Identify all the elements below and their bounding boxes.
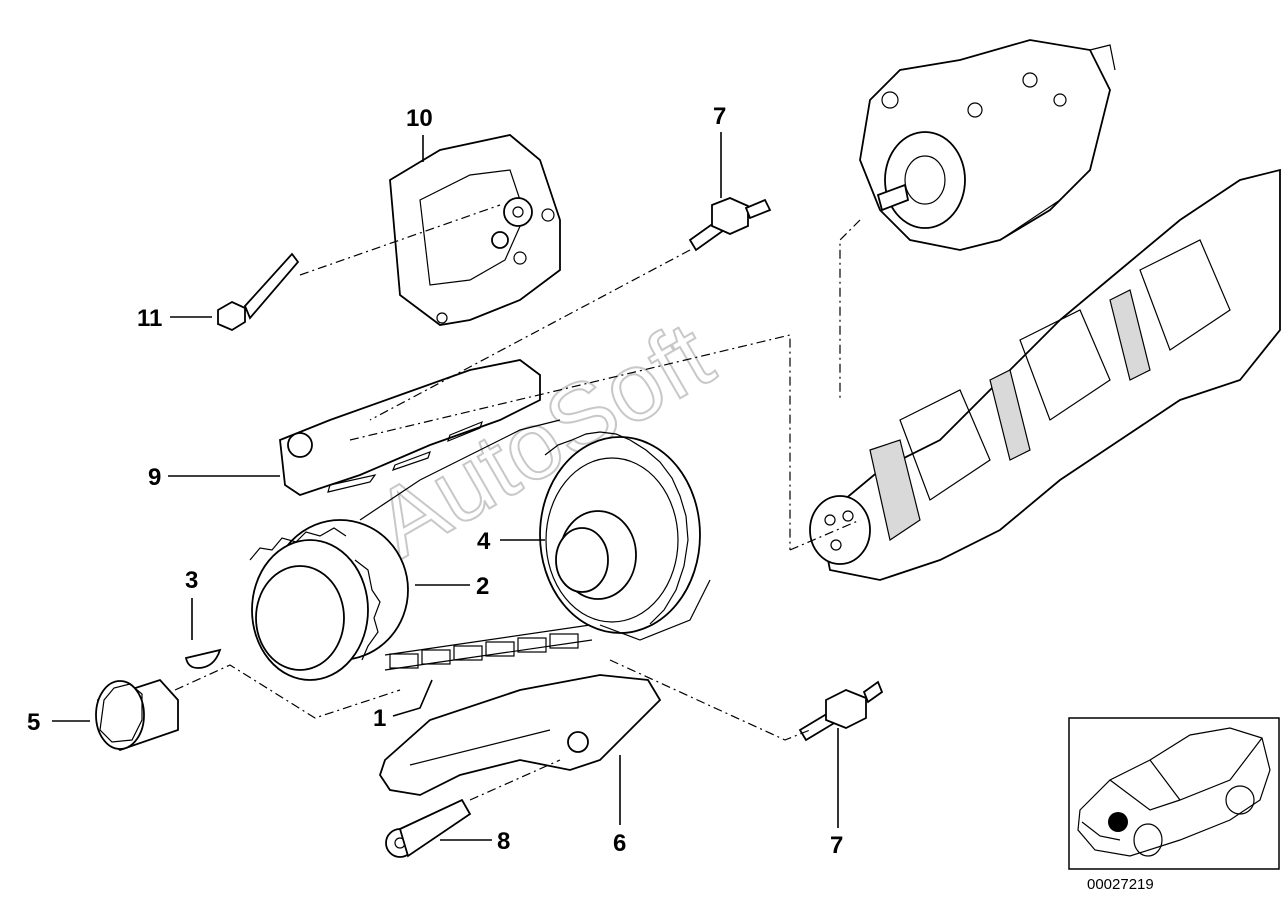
callout-5: 5 — [27, 709, 40, 736]
callout-2: 2 — [476, 573, 489, 600]
part-8-socket-bolt — [385, 798, 472, 858]
part-6-tensioner-rail — [379, 674, 662, 796]
part-5-sleeve — [95, 678, 179, 752]
callout-8: 8 — [497, 828, 510, 855]
part-3-woodruff-key — [184, 648, 222, 669]
part-1-timing-chain — [359, 419, 711, 671]
part-10-bracket — [389, 134, 561, 326]
diagram-id: 00027219 — [1087, 876, 1154, 893]
assembly-lines — [174, 204, 861, 801]
vehicle-locator-thumbnail — [1068, 717, 1280, 870]
leader-lines — [52, 132, 839, 841]
part-7-lower-stud — [798, 680, 884, 742]
callout-7-upper: 7 — [713, 103, 726, 130]
part-11-bolt — [217, 252, 300, 332]
part-9-guide-rail — [279, 359, 541, 496]
part-7-upper-stud — [688, 197, 772, 252]
callout-3: 3 — [185, 567, 198, 594]
callout-6: 6 — [613, 830, 626, 857]
callout-11: 11 — [137, 305, 162, 332]
callout-4: 4 — [477, 528, 491, 555]
callout-9: 9 — [148, 464, 161, 491]
callout-1: 1 — [373, 705, 386, 732]
part-4-pump-sprocket — [539, 431, 701, 634]
part-2-crank-sprocket — [249, 519, 409, 681]
location-marker — [1108, 812, 1128, 832]
crankshaft-illustration — [809, 168, 1281, 581]
callout-7-lower: 7 — [830, 832, 843, 859]
callout-10: 10 — [406, 105, 433, 132]
injection-pump-illustration — [859, 39, 1116, 251]
